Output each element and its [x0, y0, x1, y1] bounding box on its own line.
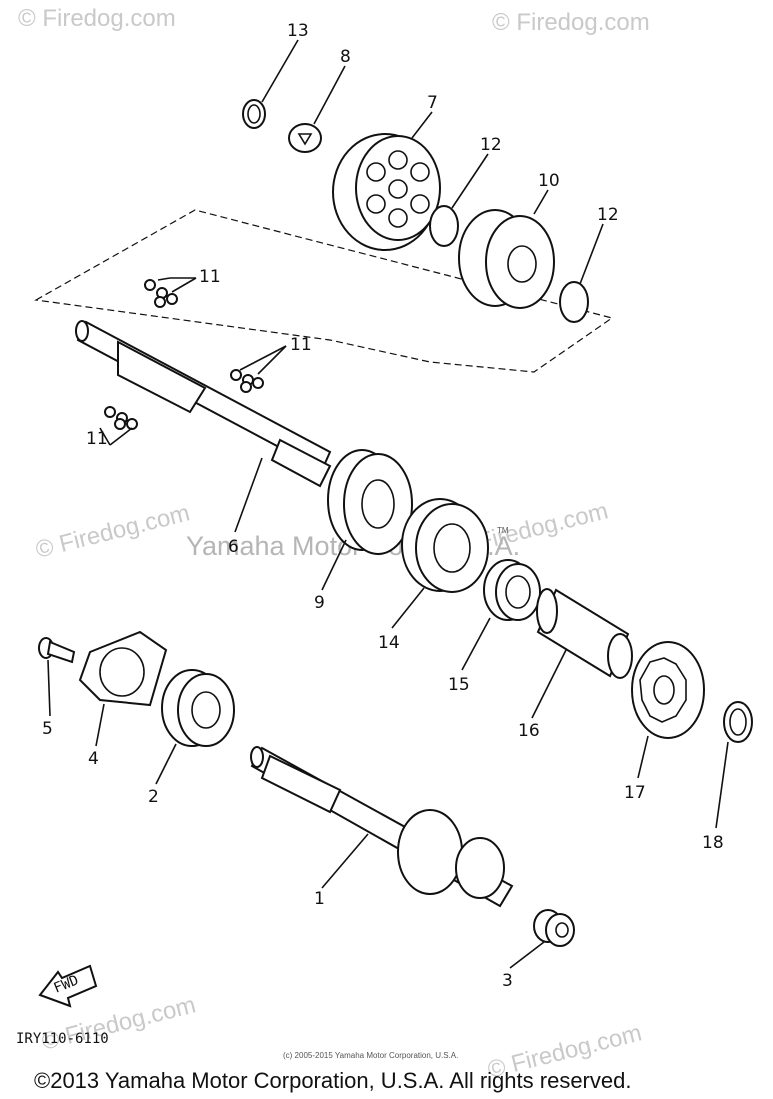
callout-8: 8	[340, 47, 351, 67]
callout-11-right: 11	[290, 335, 312, 355]
leader-lines	[47, 39, 729, 969]
part-11-balls-left	[104, 406, 138, 430]
part-4-plate	[78, 630, 168, 707]
callout-5: 5	[42, 719, 53, 739]
assembly-dashed-outline	[34, 209, 614, 373]
callout-16: 16	[518, 721, 540, 741]
footer-copyright: ©2013 Yamaha Motor Corporation, U.S.A. A…	[34, 1068, 631, 1093]
part-1-main-shaft	[250, 746, 514, 908]
callout-2: 2	[148, 787, 159, 807]
callout-1: 1	[314, 889, 325, 909]
callout-13: 13	[287, 21, 309, 41]
watermark-top-right: © Firedog.com	[492, 9, 650, 36]
callout-18: 18	[702, 833, 724, 853]
fwd-arrow-icon: FWD	[38, 964, 98, 1008]
callout-9: 9	[314, 593, 325, 613]
part-8-washer	[288, 123, 322, 153]
callout-14: 14	[378, 633, 400, 653]
callout-15: 15	[448, 675, 470, 695]
part-12-ring-right	[559, 281, 589, 323]
callout-12-left: 12	[480, 135, 502, 155]
callout-12-right: 12	[597, 205, 619, 225]
callout-7: 7	[427, 93, 438, 113]
part-11-balls-top	[144, 279, 178, 308]
watermark-mid-left: © Firedog.com	[33, 499, 193, 563]
part-18-circlip	[723, 701, 753, 743]
watermark-tm: TM	[497, 526, 509, 535]
part-3-collar	[533, 909, 575, 947]
part-15-seal	[483, 559, 541, 621]
small-copyright: (c) 2005-2015 Yamaha Motor Corporation, …	[283, 1051, 458, 1060]
part-11-balls-right	[230, 369, 264, 393]
part-12-ring-left	[429, 205, 459, 247]
part-6-shaft	[75, 320, 332, 488]
callout-11-left: 11	[86, 429, 108, 449]
part-10-gear	[458, 209, 555, 309]
callout-11-top: 11	[199, 267, 221, 287]
part-9-gear	[327, 449, 413, 555]
callout-17: 17	[624, 783, 646, 803]
callout-4: 4	[88, 749, 99, 769]
part-13-circlip	[242, 99, 266, 129]
part-7-gear	[332, 133, 441, 251]
callout-3: 3	[502, 971, 513, 991]
callout-10: 10	[538, 171, 560, 191]
part-5-bolt	[38, 637, 76, 664]
watermark-top-left: © Firedog.com	[18, 5, 176, 32]
drawing-code: IRY110-6110	[16, 1031, 109, 1047]
part-17-sprocket	[631, 641, 705, 739]
part-16-sleeve	[536, 588, 633, 679]
part-14-bearing	[401, 498, 489, 593]
part-2-bearing	[161, 669, 235, 747]
callout-6: 6	[228, 537, 239, 557]
